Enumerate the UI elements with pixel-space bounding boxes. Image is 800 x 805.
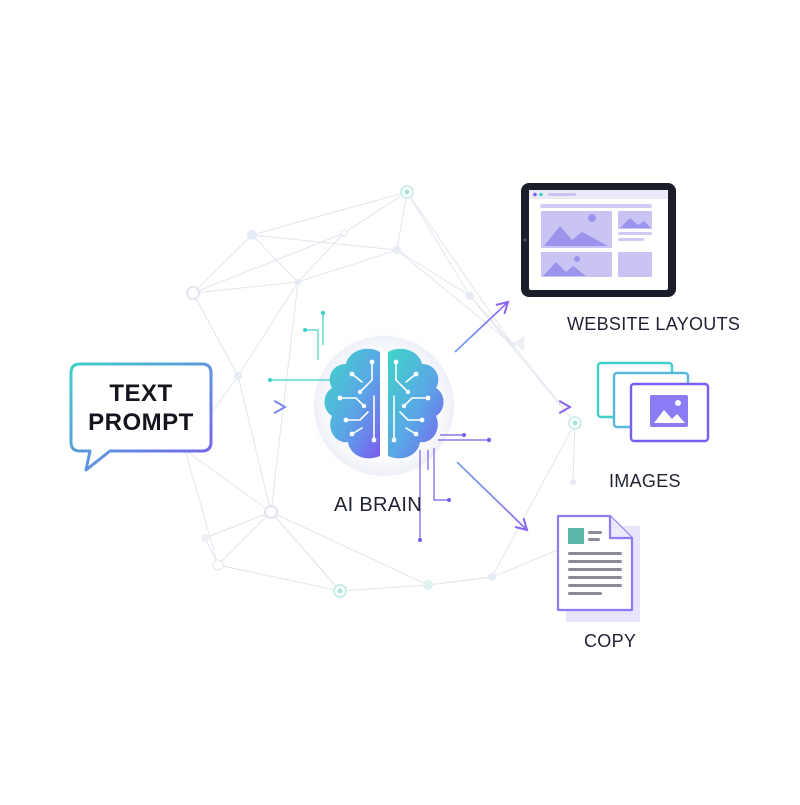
circuit-connectors (268, 310, 492, 542)
arrow-to-copy (456, 461, 529, 532)
prompt-line-1: TEXT (109, 380, 173, 407)
small-triangle-icon (514, 336, 524, 351)
tablet-layout-icon (521, 183, 676, 297)
text-prompt-node: TEXT PROMPT (70, 366, 212, 450)
arrow-to-website (454, 300, 510, 353)
ai-brain-label: AI BRAIN (334, 494, 422, 516)
images-label: IMAGES (609, 471, 681, 491)
speech-bubble-icon (69, 362, 213, 472)
document-icon (556, 514, 640, 622)
copy-label: COPY (584, 631, 637, 651)
prompt-line-2: PROMPT (88, 409, 194, 436)
website-layouts-label: WEBSITE LAYOUTS (567, 314, 741, 334)
image-stack-icon (596, 361, 710, 443)
brain-circuit-icon (324, 348, 444, 459)
